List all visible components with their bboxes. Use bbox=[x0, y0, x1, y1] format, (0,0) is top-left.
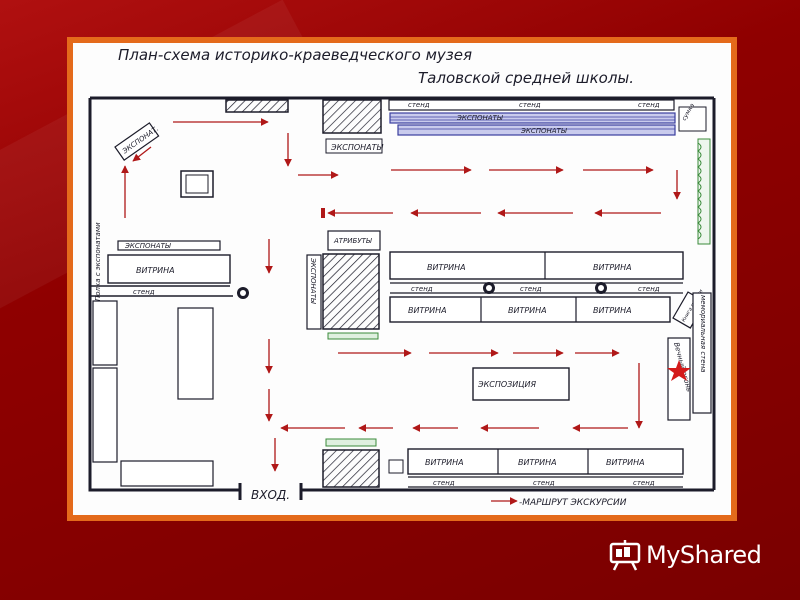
bottom-stand-label-1: стенд bbox=[433, 479, 455, 487]
museum-plan: План-схема историко-краеведческого музея… bbox=[73, 43, 731, 515]
blue-exhibit-label-1: ЭКСПОНАТЫ bbox=[456, 114, 503, 122]
blue-exhibit-rack-1 bbox=[389, 112, 676, 124]
exhibits-label-top-column: ЭКСПОНАТЫ bbox=[330, 143, 384, 152]
route-legend: -МАРШРУТ ЭКСКУРСИИ bbox=[491, 497, 627, 508]
left-center-table bbox=[177, 307, 214, 400]
route-start-marker bbox=[321, 208, 325, 218]
green-rack-right bbox=[697, 138, 711, 245]
exposition-label: ЭКСПОЗИЦИЯ bbox=[477, 380, 536, 389]
vitrina-mid-5: ВИТРИНА bbox=[593, 306, 632, 315]
outer-walls bbox=[88, 96, 716, 492]
presentation-board-icon bbox=[609, 540, 641, 571]
left-vitrina-label: ВИТРИНА bbox=[136, 266, 175, 275]
vitrina-bottom-2: ВИТРИНА bbox=[518, 458, 557, 467]
top-stand-row: стенд стенд стенд ЭКСПОНАТЫ ЭКСПОНАТЫ су… bbox=[388, 99, 707, 136]
left-lower-case-1 bbox=[92, 300, 118, 366]
bottom-stand-label-2: стенд bbox=[533, 479, 555, 487]
vitrina-mid-1: ВИТРИНА bbox=[427, 263, 466, 272]
left-stand-label: стенд bbox=[133, 288, 155, 296]
vitrina-bottom-1: ВИТРИНА bbox=[425, 458, 464, 467]
memorial-wall-label: мемориальная стена bbox=[699, 295, 707, 372]
entrance-label: ВХОД. bbox=[251, 488, 290, 502]
vitrina-mid-4: ВИТРИНА bbox=[508, 306, 547, 315]
left-exhibit-strip bbox=[117, 240, 221, 251]
exposition-table bbox=[472, 367, 570, 401]
blue-exhibit-label-2: ЭКСПОНАТЫ bbox=[520, 127, 567, 135]
left-lower-case-2 bbox=[92, 367, 118, 463]
excursion-route bbox=[121, 118, 681, 472]
attributes-box bbox=[327, 230, 381, 251]
hatched-partition-top-left bbox=[225, 99, 289, 113]
exhibits-vertical-box bbox=[306, 254, 322, 330]
myshared-logo[interactable]: MyShared bbox=[608, 535, 762, 575]
eternal-flame-box bbox=[667, 337, 691, 421]
left-exhibit-label: ЭКСПОНАТЫ bbox=[124, 242, 171, 250]
memorial-wall bbox=[692, 292, 712, 414]
logo-text: MyShared bbox=[646, 541, 762, 569]
vitrina-bottom-3: ВИТРИНА bbox=[606, 458, 645, 467]
small-pedestal bbox=[388, 459, 404, 474]
top-stand-label-3: стенд bbox=[638, 101, 660, 109]
vitrina-mid-2: ВИТРИНА bbox=[593, 263, 632, 272]
top-stand-label-2: стенд bbox=[519, 101, 541, 109]
exhibit-box-diagonal: ЭКСПОНАТ. bbox=[114, 122, 160, 161]
bag-box bbox=[678, 106, 707, 132]
vitrina-mid-3: ВИТРИНА bbox=[408, 306, 447, 315]
attributes-label: АТРИБУТЫ bbox=[333, 237, 372, 245]
bottom-vitrina-block: ВИТРИНА ВИТРИНА ВИТРИНА стенд стенд стен… bbox=[407, 448, 684, 488]
top-stand-label-1: стенд bbox=[408, 101, 430, 109]
hatched-column-center bbox=[322, 253, 380, 330]
middle-vitrina-block: ВИТРИНА ВИТРИНА стенд стенд стенд ВИТРИН… bbox=[389, 251, 684, 323]
mid-stand-label-3: стенд bbox=[638, 285, 660, 293]
mid-stand-label-2: стенд bbox=[520, 285, 542, 293]
shelf-label: Полка с экспонатами bbox=[94, 222, 102, 301]
mid-stand-label-1: стенд bbox=[411, 285, 433, 293]
left-vitrina bbox=[107, 254, 231, 284]
exhibits-box-top-column bbox=[325, 138, 383, 154]
star-icon bbox=[667, 360, 691, 381]
exhibits-vertical-label: ЭКСПОНАТЫ bbox=[309, 257, 317, 304]
legend-label: -МАРШРУТ ЭКСКУРСИИ bbox=[519, 498, 627, 508]
green-rack-bottom bbox=[325, 438, 377, 447]
plan-title-line2: Таловской средней школы. bbox=[418, 69, 634, 87]
bottom-stand-label-3: стенд bbox=[633, 479, 655, 487]
blue-exhibit-rack-2 bbox=[397, 124, 676, 136]
green-rack-center bbox=[327, 332, 379, 340]
left-bottom-case bbox=[120, 460, 214, 487]
wall-top-left bbox=[88, 98, 240, 492]
plan-title-line1: План-схема историко-краеведческого музея bbox=[118, 46, 472, 64]
plan-drawing: План-схема историко-краеведческого музея… bbox=[88, 46, 716, 508]
hatched-column-bottom bbox=[322, 449, 380, 488]
hatched-column-top bbox=[322, 99, 382, 134]
entrance: ВХОД. bbox=[238, 483, 303, 502]
